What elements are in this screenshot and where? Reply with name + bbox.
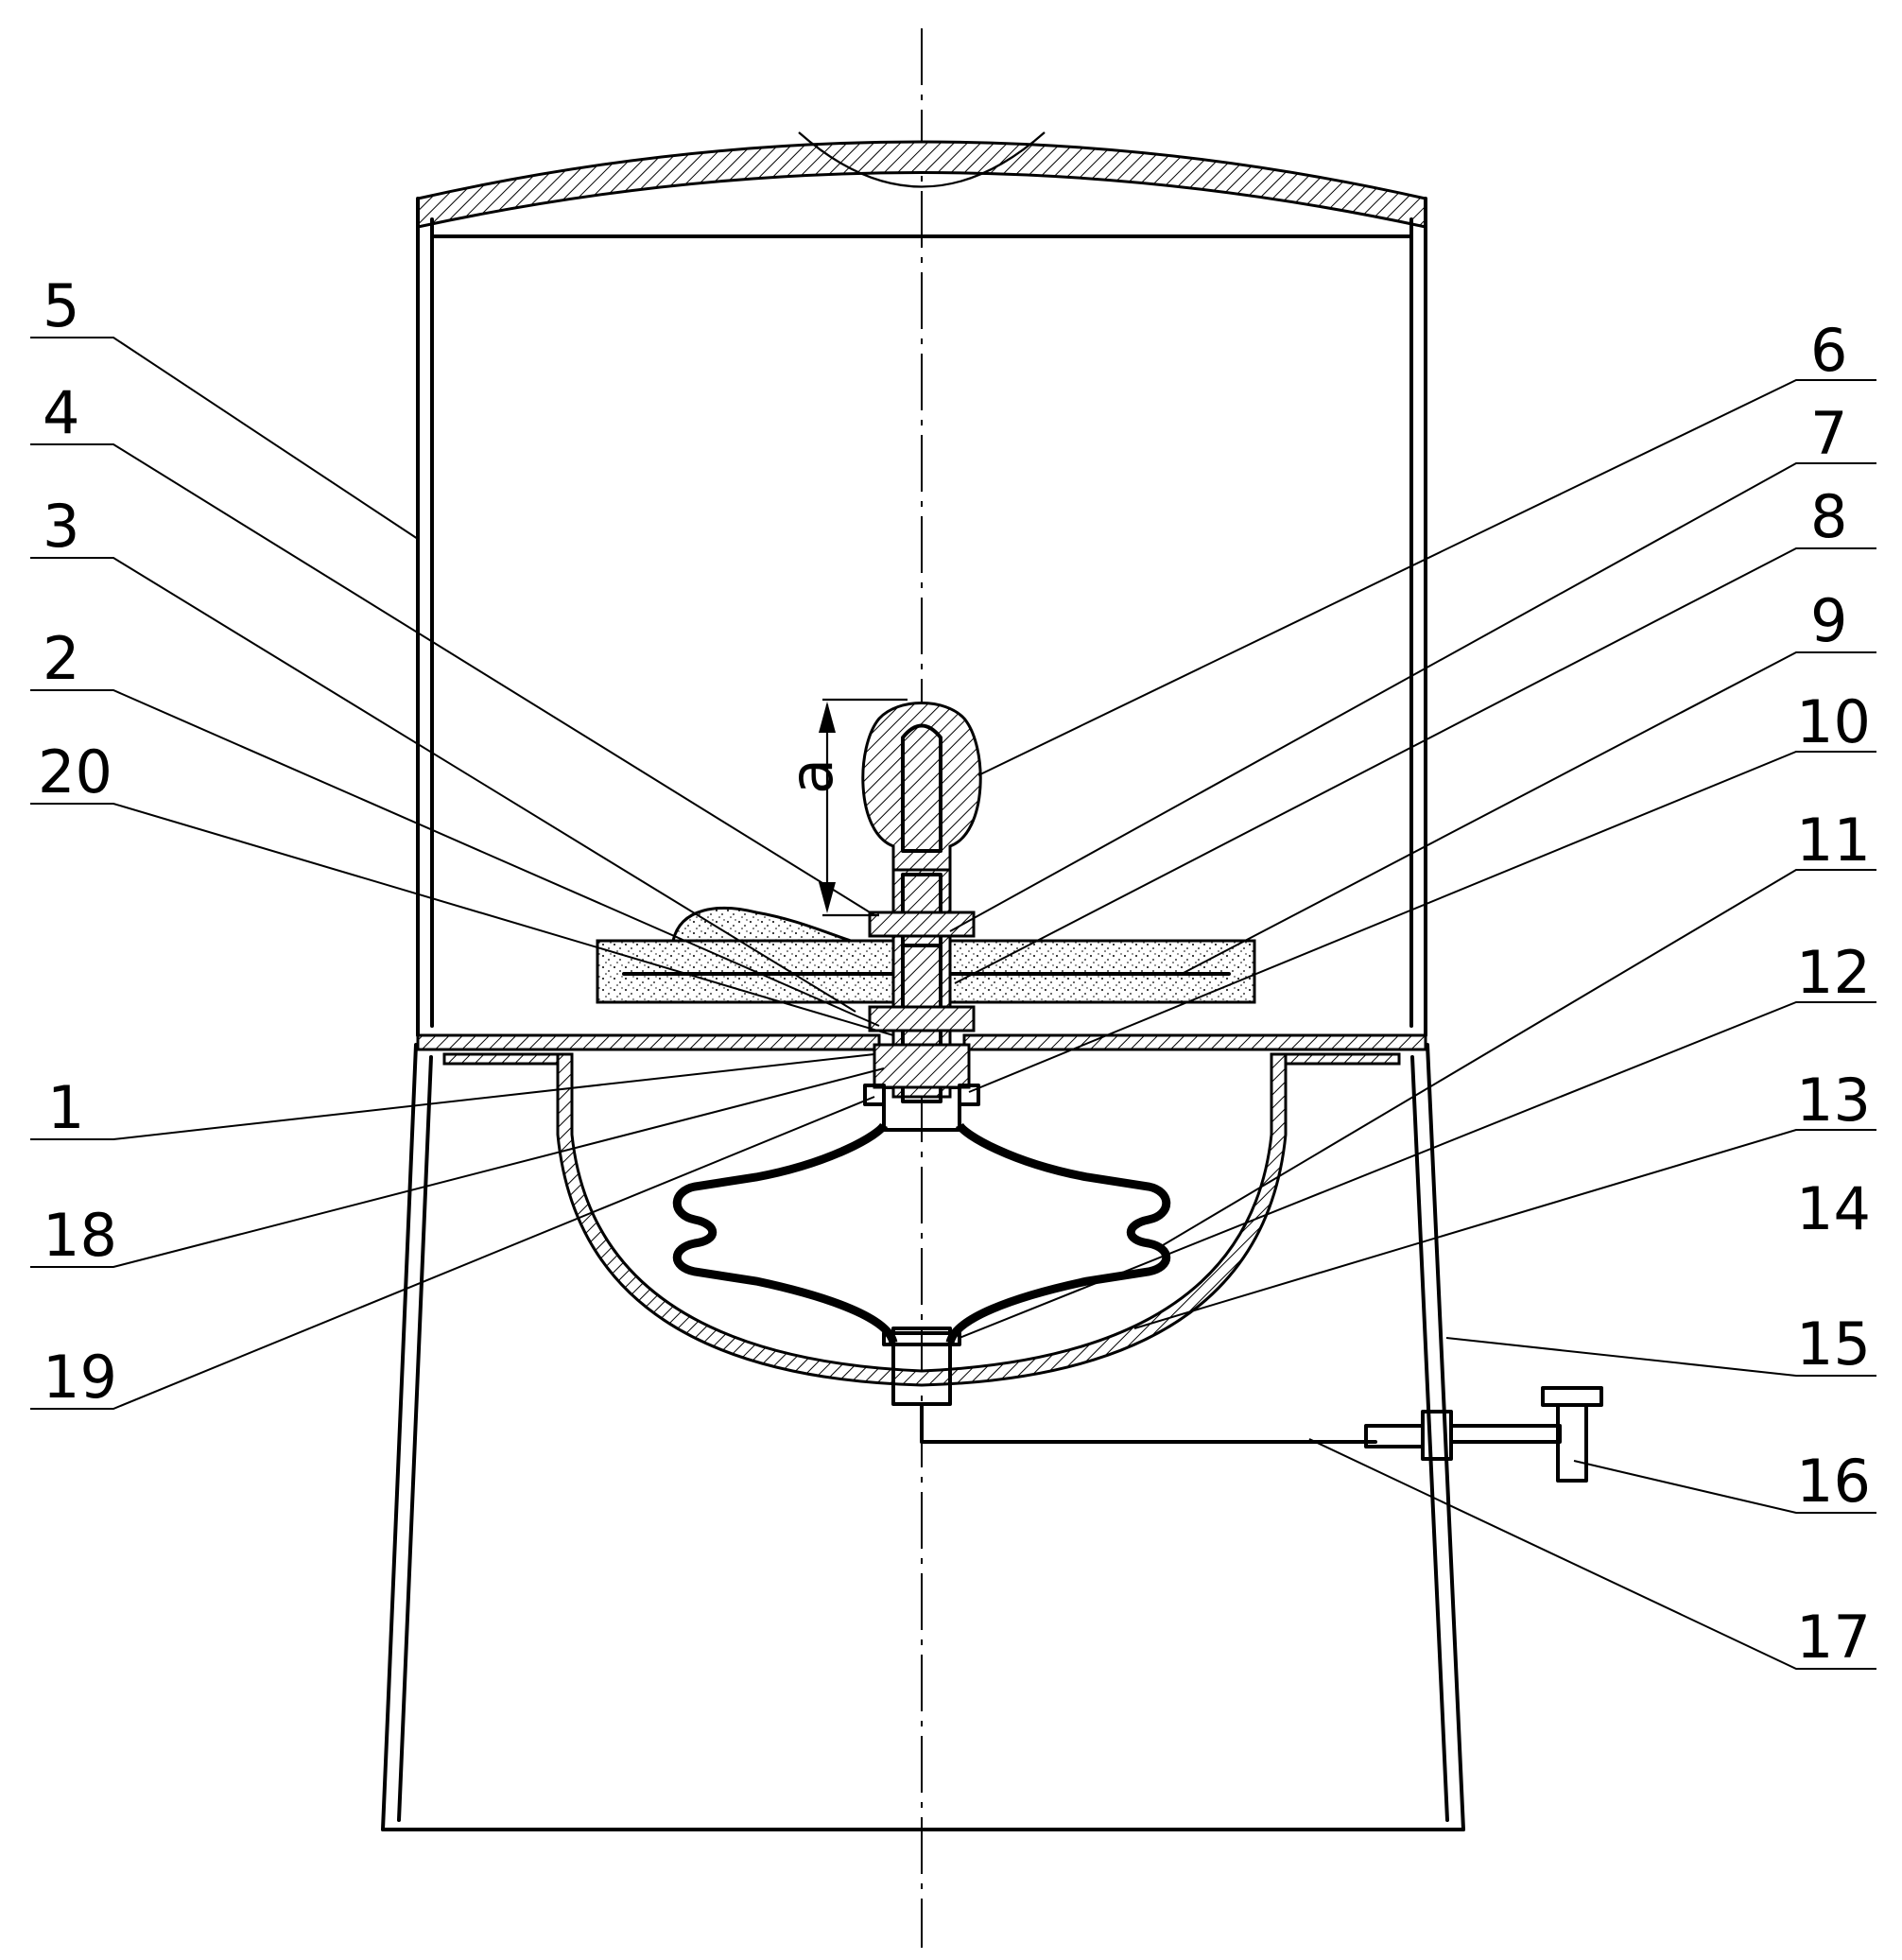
part-label-10: 10 (1796, 687, 1871, 756)
part-label-17: 17 (1796, 1603, 1871, 1672)
part-label-13: 13 (1796, 1066, 1871, 1135)
part-label-20: 20 (38, 737, 112, 807)
lower-stand (381, 1043, 1465, 1831)
part-label-9: 9 (1810, 586, 1847, 655)
leader-lines (30, 337, 1876, 1670)
part-label-12: 12 (1796, 938, 1871, 1007)
part-label-18: 18 (43, 1201, 117, 1270)
upper-container (416, 131, 1427, 1037)
part-label-6: 6 (1810, 316, 1847, 385)
part-label-3: 3 (43, 492, 79, 561)
part-label-11: 11 (1796, 806, 1871, 875)
part-label-8: 8 (1810, 482, 1847, 551)
dimension-label: a (777, 758, 846, 794)
part-labels: 5 4 3 2 20 1 18 19 6 7 8 9 10 11 12 13 1… (38, 271, 1871, 1672)
part-label-19: 19 (43, 1343, 117, 1412)
part-label-14: 14 (1796, 1174, 1871, 1243)
part-label-5: 5 (43, 271, 79, 340)
part-label-15: 15 (1796, 1310, 1871, 1379)
outlet-pipe (882, 1327, 1603, 1483)
part-label-7: 7 (1810, 399, 1847, 468)
part-label-4: 4 (43, 378, 79, 447)
dimension-a: a (777, 698, 908, 917)
part-label-2: 2 (43, 624, 79, 693)
part-label-1: 1 (47, 1073, 84, 1142)
part-label-16: 16 (1796, 1447, 1871, 1516)
basin (556, 1052, 1288, 1387)
